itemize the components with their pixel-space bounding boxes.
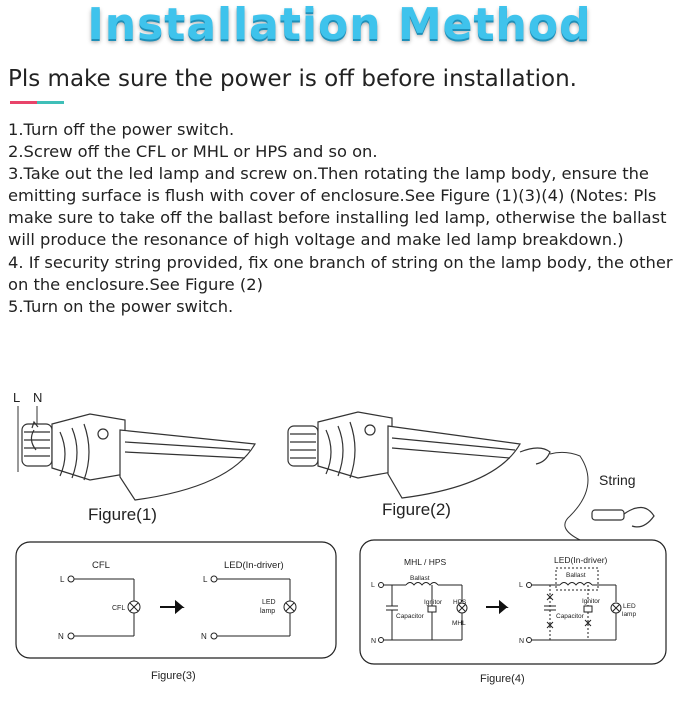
accent-bar-pink — [10, 101, 37, 104]
step-5: 5.Turn on the power switch. — [8, 296, 234, 316]
fig4-left-l: L — [371, 582, 375, 589]
fig4-left-hps: HPS — [453, 599, 467, 606]
figure-1-illustration: L N Figure(1) — [13, 390, 256, 524]
accent-divider — [10, 101, 64, 104]
fig4-right-led: LED — [623, 603, 636, 610]
fig3-left-l: L — [60, 575, 65, 584]
fig4-left-ballast: Ballast — [410, 575, 430, 582]
figure-4-caption: Figure(4) — [480, 673, 525, 685]
fig3-left-n: N — [58, 632, 64, 641]
fig4-right-capacitor: Capacitor — [556, 613, 585, 620]
fig3-right-title: LED(In-driver) — [224, 560, 284, 571]
fig4-right-lamp: lamp — [622, 611, 636, 618]
figure-3-caption: Figure(3) — [151, 670, 196, 682]
fig4-right-ignitor: Ignitor — [582, 598, 601, 605]
fig3-left-title: CFL — [92, 560, 110, 571]
figure-2-caption: Figure(2) — [382, 500, 451, 519]
fig4-right-title: LED(In-driver) — [554, 555, 608, 565]
installation-steps: 1.Turn off the power switch. 2.Screw off… — [8, 119, 674, 318]
fig4-left-capacitor: Capacitor — [396, 613, 425, 620]
step-1: 1.Turn off the power switch. — [8, 120, 235, 139]
figure-area: L N Figure(1) — [0, 382, 679, 703]
fig4-right-l: L — [519, 582, 523, 589]
figures-svg: L N Figure(1) — [13, 390, 667, 685]
fig4-left-title: MHL / HPS — [404, 557, 447, 567]
fig4-left-n: N — [371, 638, 376, 645]
page-title: Installation Method — [87, 0, 592, 50]
fig3-led-label: LED — [262, 599, 276, 606]
fig3-right-n: N — [201, 632, 207, 641]
figure-4-diagram: MHL / HPS LED(In-driver) L Ballast Capac… — [359, 539, 667, 685]
step-4: 4. If security string provided, fix one … — [8, 252, 673, 294]
figure-3-diagram: CFL LED(In-driver) L CFL N L LED lamp N … — [15, 541, 337, 682]
power-off-warning: Pls make sure the power is off before in… — [8, 66, 577, 92]
fig4-right-ballast: Ballast — [566, 572, 586, 579]
fig4-right-n: N — [519, 638, 524, 645]
step-2: 2.Screw off the CFL or MHL or HPS and so… — [8, 142, 378, 162]
fig3-right-l: L — [203, 575, 208, 584]
step-3: 3.Take out the led lamp and screw on.The… — [8, 164, 667, 250]
fig1-label-l: L — [13, 390, 20, 405]
fig3-cfl-label: CFL — [112, 605, 125, 612]
fig3-lamp-label: lamp — [260, 608, 275, 615]
fig4-left-ignitor: Ignitor — [424, 599, 443, 606]
figure-1-caption: Figure(1) — [88, 505, 157, 524]
accent-bar-teal — [37, 101, 64, 104]
figure-2-illustration: String Figure(2) — [287, 411, 655, 541]
string-label: String — [599, 472, 636, 488]
fig4-left-mhl: MHL — [452, 620, 466, 627]
fig1-label-n: N — [33, 390, 42, 405]
